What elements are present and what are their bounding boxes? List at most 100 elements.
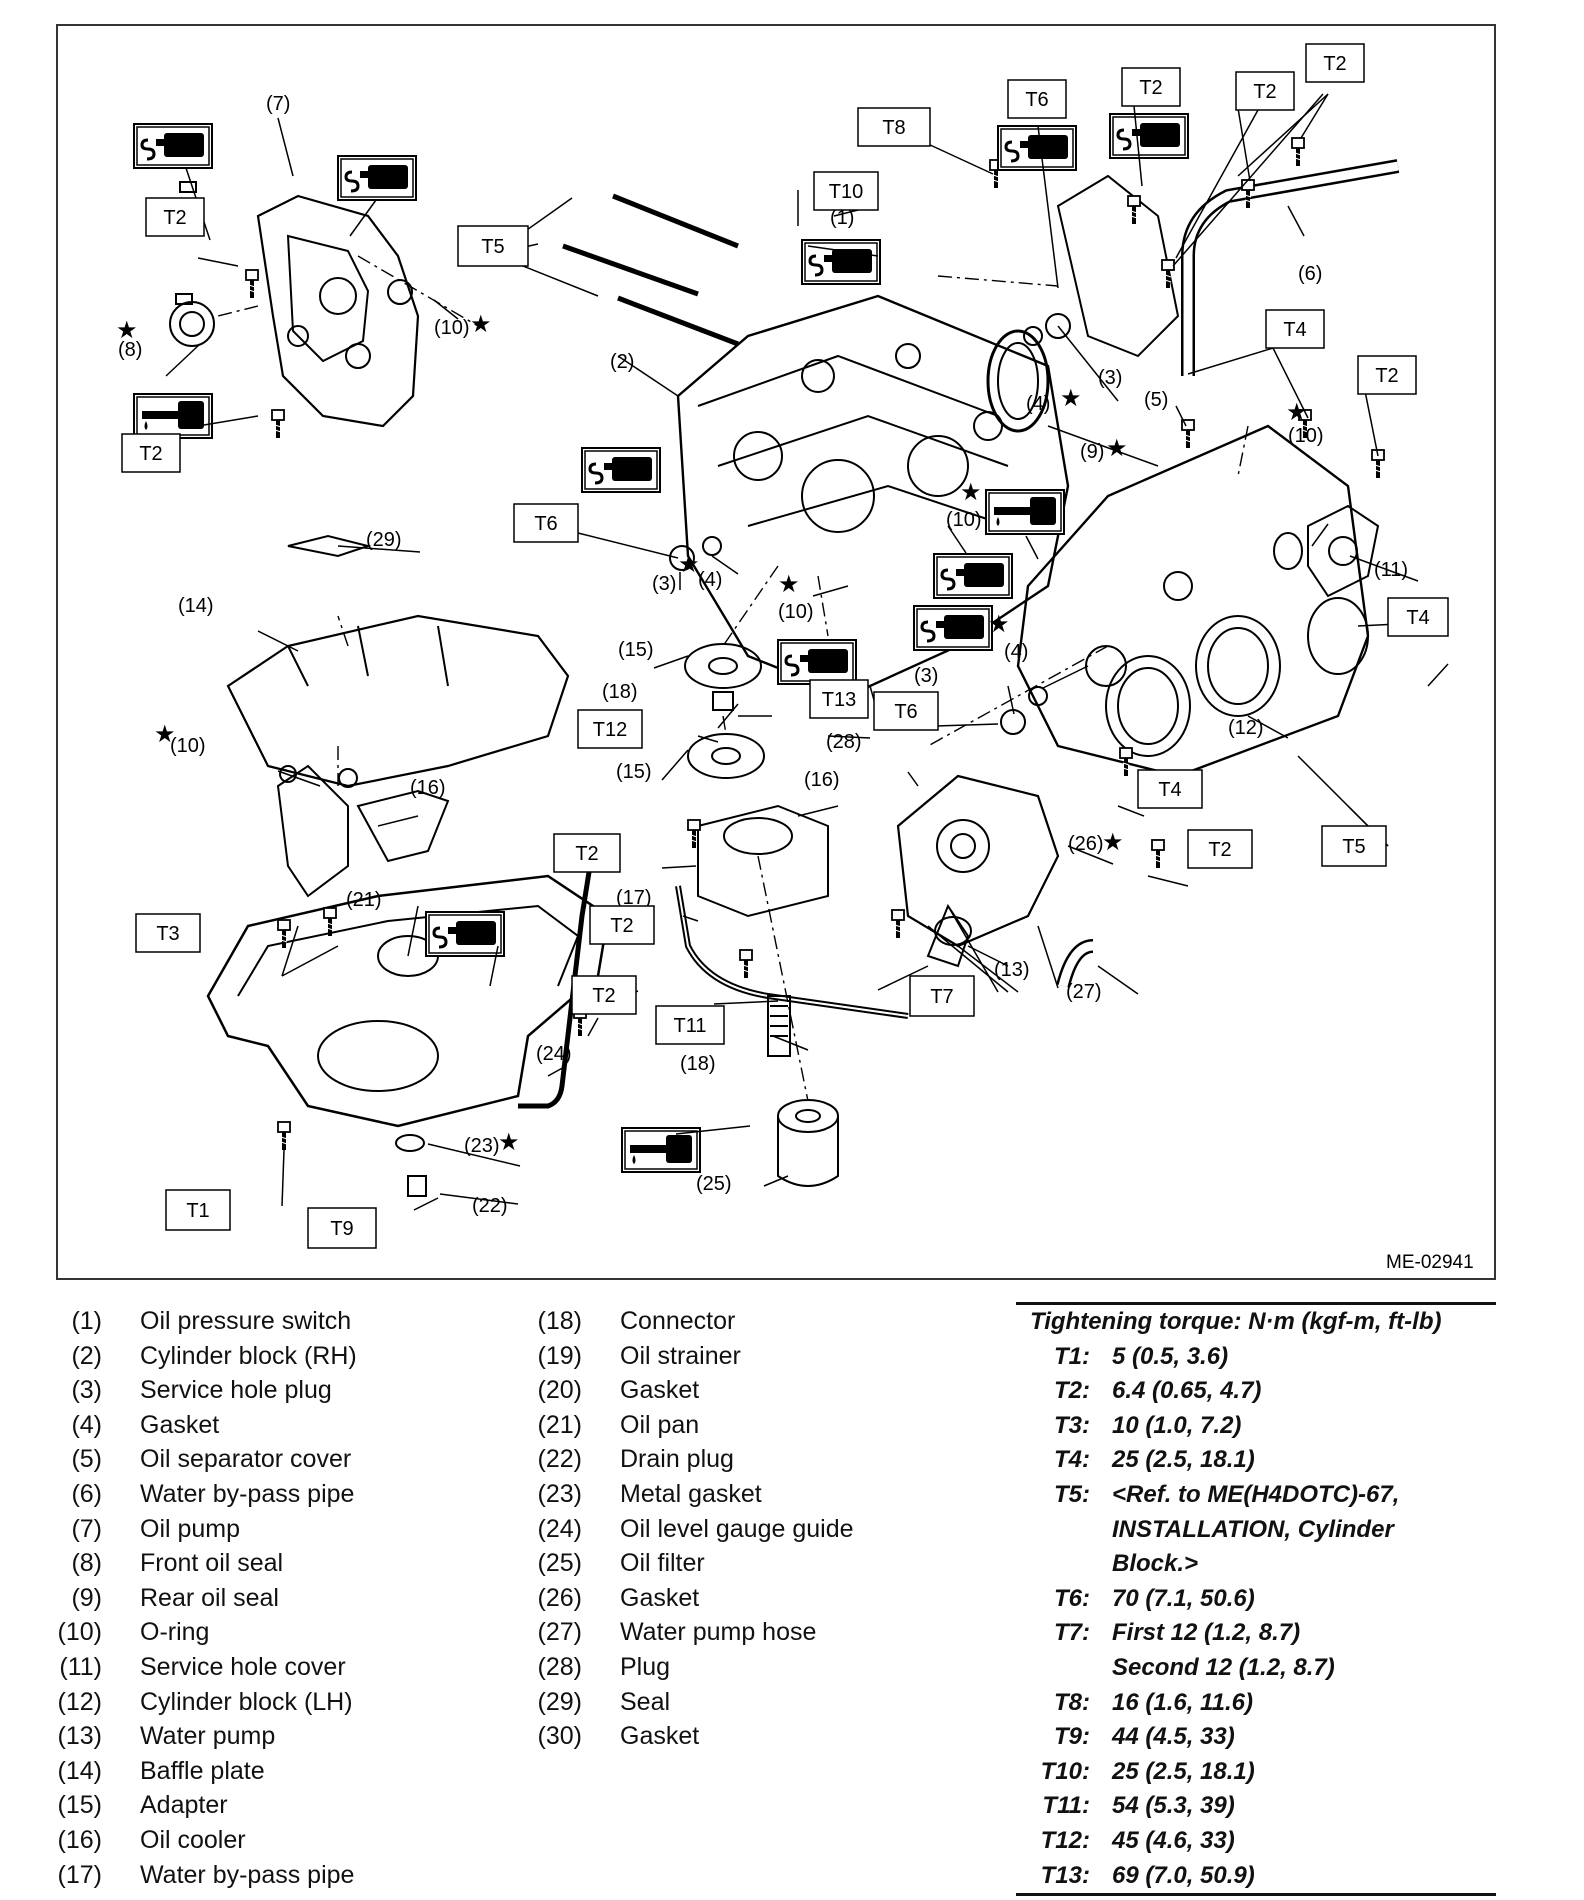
item-label: Baffle plate — [140, 1756, 265, 1785]
item-number: (4) — [71, 1410, 102, 1439]
torque-box: T2 — [1121, 67, 1181, 107]
item-label: Oil filter — [620, 1549, 705, 1578]
star-icon: ★ — [1106, 434, 1128, 462]
legend-item: (27)Water pump hose — [520, 1615, 854, 1650]
cylinder-block-lh-drawing — [1016, 424, 1370, 778]
legend-item: (9)Rear oil seal — [40, 1581, 357, 1616]
torque-box: T12 — [577, 709, 643, 749]
legend-item: (30)Gasket — [520, 1719, 854, 1754]
item-number: T8: — [1054, 1688, 1090, 1716]
item-label: T2 — [1139, 77, 1162, 99]
liquid-gasket-icon — [776, 638, 858, 686]
item-label: Plug — [620, 1652, 671, 1681]
item-label: Oil pressure switch — [140, 1307, 352, 1335]
oil-separator-cover-drawing — [1056, 174, 1180, 358]
item-number: T11: — [1042, 1792, 1090, 1820]
item-label: Adapter — [140, 1791, 228, 1820]
oil-pump-drawing — [256, 194, 420, 428]
oil-cooler-drawing — [697, 804, 829, 918]
item-label: T2 — [592, 985, 615, 1007]
torque-row: T13: 69 (7.0, 50.9) — [1016, 1859, 1496, 1894]
callout-2: (2) — [610, 351, 634, 373]
liquid-gasket-icon — [912, 604, 994, 652]
item-number: (30) — [537, 1722, 582, 1751]
callout-4: (4) — [1004, 641, 1028, 663]
item-label: Water pump hose — [620, 1618, 817, 1647]
exploded-diagram: (7) (1) (6) (10) (8) (2) (3) (4) (5) (10… — [56, 24, 1496, 1280]
oil-level-gauge-guide-drawing — [518, 865, 593, 1109]
item-number: (6) — [71, 1479, 102, 1508]
item-label: Rear oil seal — [140, 1583, 279, 1612]
legend-item: (24)Oil level gauge guide — [520, 1512, 854, 1547]
legend-item: (3)Service hole plug — [40, 1373, 357, 1408]
callout-15: (15) — [618, 639, 654, 661]
star-icon: ★ — [116, 316, 138, 344]
item-number: T6: — [1054, 1584, 1090, 1612]
item-number: (17) — [57, 1860, 102, 1889]
item-number: (3) — [71, 1376, 102, 1405]
torque-box: T4 — [1137, 769, 1203, 809]
torque-row: T7:First 12 (1.2, 8.7) Second 12 (1.2, 8… — [1016, 1616, 1496, 1685]
torque-box: T5 — [457, 225, 529, 267]
engine-oil-icon — [621, 1127, 701, 1173]
callout-12: (12) — [1228, 717, 1264, 739]
item-number: (18) — [537, 1307, 582, 1335]
legend-item: (12)Cylinder block (LH) — [40, 1685, 357, 1720]
callout-16: (16) — [410, 777, 446, 799]
torque-box: T2 — [145, 197, 205, 237]
legend-item: (4)Gasket — [40, 1408, 357, 1443]
item-label: 69 (7.0, 50.9) — [1112, 1861, 1255, 1889]
item-label: T6 — [894, 701, 917, 723]
item-label: T2 — [1253, 81, 1276, 103]
item-label: Oil pump — [140, 1514, 241, 1543]
legend-item: (7) Oil pump — [40, 1512, 357, 1547]
item-label: Oil cooler — [140, 1825, 246, 1854]
callout-8: (8) — [118, 339, 142, 361]
item-label: 5 (0.5, 3.6) — [1112, 1342, 1229, 1370]
star-icon: ★ — [154, 720, 176, 748]
item-number: (25) — [537, 1549, 582, 1578]
parts-legend-left: (1)Oil pressure switch (2)Cylinder block… — [40, 1304, 357, 1892]
item-label: T2 — [575, 843, 598, 865]
star-icon: ★ — [498, 1128, 520, 1156]
torque-row: T2:6.4 (0.65, 4.7) — [1016, 1374, 1496, 1409]
star-icon: ★ — [470, 310, 492, 338]
legend-item: (26)Gasket — [520, 1581, 854, 1616]
item-label: Gasket — [620, 1583, 700, 1612]
item-label: Gasket — [620, 1376, 700, 1405]
torque-box: T4 — [1265, 309, 1325, 349]
star-icon: ★ — [1060, 384, 1082, 412]
part-callouts: (7) (1) (6) (10) (8) (2) (3) (4) (5) (10… — [118, 93, 1474, 1273]
drain-plug-drawing — [407, 1175, 427, 1197]
legend-item: (18)Connector — [520, 1304, 854, 1339]
item-label: T1 — [186, 1200, 209, 1222]
torque-row: T3:10 (1.0, 7.2) — [1016, 1409, 1496, 1444]
torque-box: T4 — [1387, 597, 1449, 637]
item-number: (24) — [537, 1514, 582, 1543]
item-label: T3 — [156, 923, 179, 945]
legend-item: (5)Oil separator cover — [40, 1442, 357, 1477]
legend-item: (19)Oil strainer — [520, 1339, 854, 1374]
item-number: T3: — [1054, 1411, 1090, 1439]
connector-drawing — [767, 995, 791, 1057]
item-number: (2) — [71, 1341, 102, 1370]
item-number: (12) — [57, 1687, 102, 1716]
star-icon: ★ — [678, 550, 700, 578]
torque-row: T10:25 (2.5, 18.1) — [1016, 1755, 1496, 1790]
torque-box: T6 — [513, 503, 579, 543]
callout-4: (4) — [1026, 393, 1050, 415]
oil-pan-drawing — [206, 874, 610, 1128]
item-label: Front oil seal — [140, 1549, 284, 1578]
callout-18: (18) — [680, 1053, 716, 1075]
item-number: T7: — [1054, 1619, 1090, 1647]
item-number: (19) — [537, 1341, 582, 1370]
item-label: Metal gasket — [620, 1479, 762, 1508]
item-number: (15) — [57, 1791, 102, 1820]
torque-box: T13 — [809, 679, 869, 719]
torque-box: T9 — [307, 1207, 377, 1249]
torque-box: T2 — [571, 975, 637, 1015]
item-label: T7 — [930, 986, 953, 1008]
item-number: T13: — [1040, 1861, 1090, 1889]
item-number: (11) — [59, 1652, 102, 1681]
item-number: (7) — [71, 1514, 102, 1543]
